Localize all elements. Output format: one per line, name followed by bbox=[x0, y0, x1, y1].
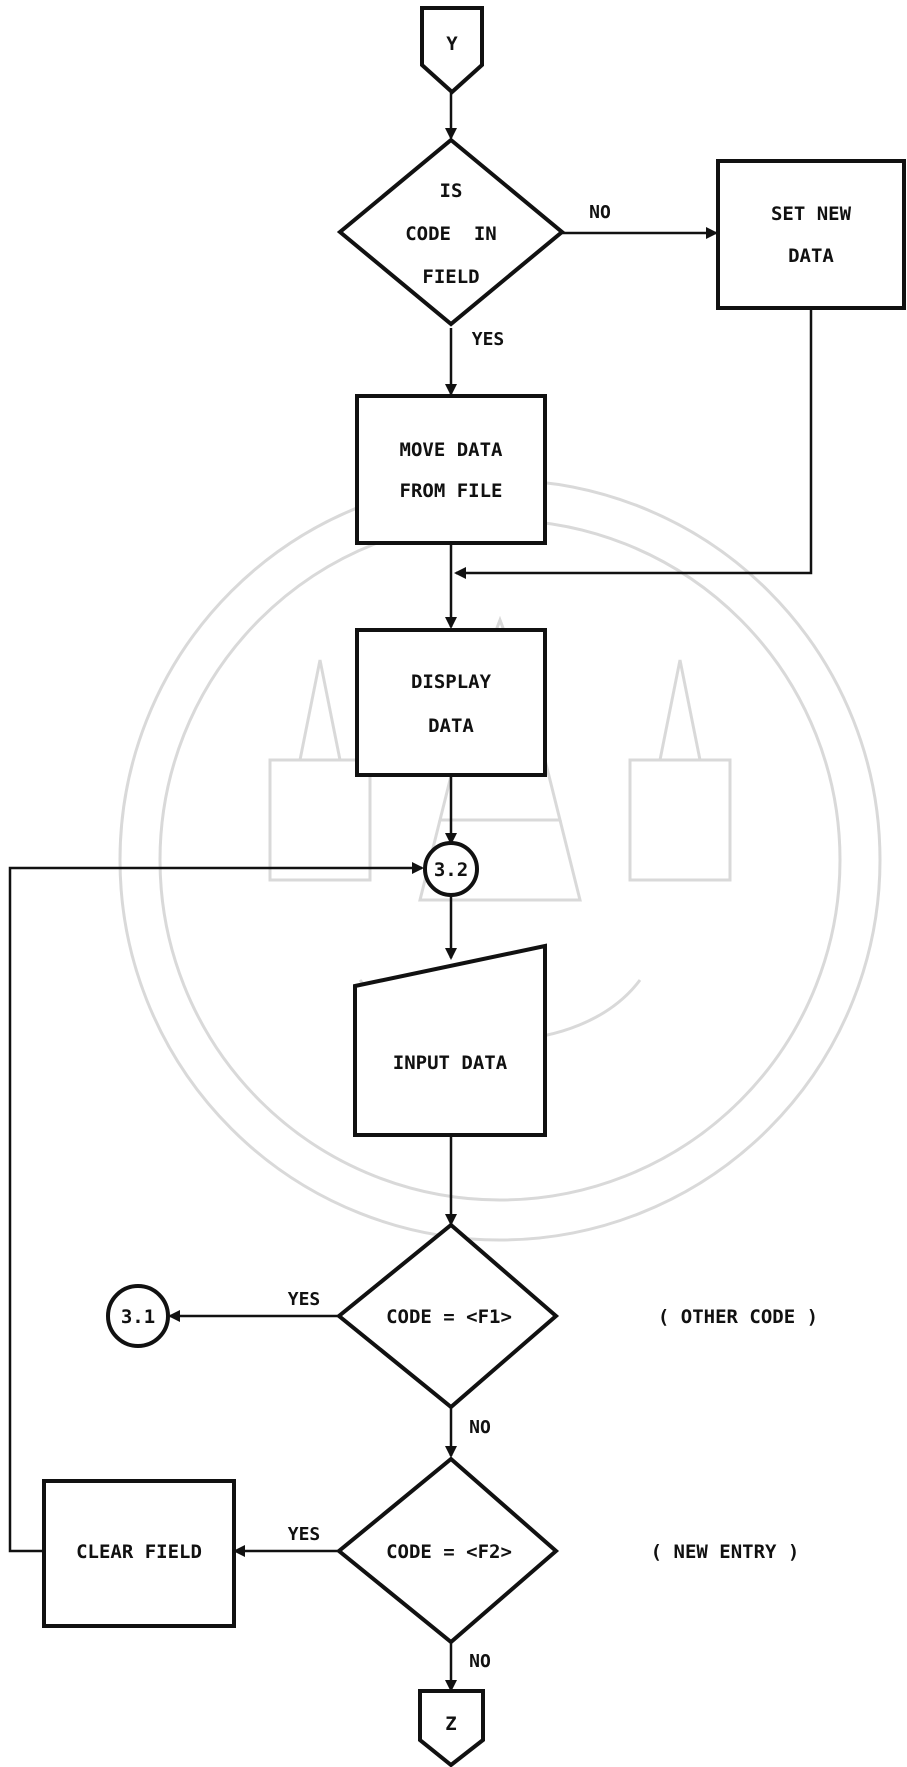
edge-label-no-1: NO bbox=[589, 202, 611, 223]
connector-y-label: Y bbox=[446, 33, 458, 55]
process-display-data: DISPLAY DATA bbox=[355, 628, 547, 777]
process-clear-field: CLEAR FIELD bbox=[42, 1479, 236, 1628]
edge-label-no-f2: NO bbox=[469, 1651, 491, 1672]
process-set-new-data: SET NEW DATA bbox=[716, 159, 906, 310]
edge-label-yes-1: YES bbox=[472, 329, 505, 350]
note-other-code: ( OTHER CODE ) bbox=[658, 1306, 818, 1328]
connector-3-2-label: 3.2 bbox=[434, 859, 468, 881]
process-set-new-data-line-2: DATA bbox=[788, 245, 834, 267]
decision-code-f1: CODE = <F1> bbox=[335, 1222, 560, 1410]
decision-code-f1-label: CODE = <F1> bbox=[386, 1306, 512, 1328]
process-display-data-line-2: DATA bbox=[428, 715, 474, 737]
edge-label-yes-f2: YES bbox=[288, 1524, 321, 1545]
decision-code-in-field-line-1: IS bbox=[440, 180, 463, 202]
process-clear-field-label: CLEAR FIELD bbox=[76, 1541, 202, 1563]
input-data: INPUT DATA bbox=[353, 943, 547, 1137]
process-move-data-line-2: FROM FILE bbox=[400, 480, 503, 502]
process-move-data-from-file: MOVE DATA FROM FILE bbox=[355, 394, 547, 545]
flow-lines bbox=[8, 90, 813, 1692]
decision-code-in-field-line-2: CODE IN bbox=[405, 223, 497, 245]
connector-z-label: Z bbox=[445, 1713, 456, 1735]
connector-3-1: 3.1 bbox=[106, 1284, 170, 1348]
decision-code-f2-label: CODE = <F2> bbox=[386, 1541, 512, 1563]
input-data-label: INPUT DATA bbox=[393, 1052, 508, 1074]
edge-label-no-f1: NO bbox=[469, 1417, 491, 1438]
note-new-entry: ( NEW ENTRY ) bbox=[651, 1541, 800, 1563]
connector-y: Y bbox=[420, 6, 484, 95]
connector-3-1-label: 3.1 bbox=[121, 1306, 155, 1328]
edge-label-yes-f1: YES bbox=[288, 1289, 321, 1310]
connector-3-2: 3.2 bbox=[423, 841, 479, 897]
decision-code-f2: CODE = <F2> bbox=[335, 1456, 560, 1645]
process-move-data-line-1: MOVE DATA bbox=[400, 439, 504, 461]
decision-code-in-field-line-3: FIELD bbox=[422, 266, 479, 288]
decision-code-in-field: IS CODE IN FIELD bbox=[336, 137, 566, 327]
process-display-data-line-1: DISPLAY bbox=[411, 671, 492, 693]
process-set-new-data-line-1: SET NEW bbox=[771, 203, 852, 225]
connector-z: Z bbox=[418, 1689, 485, 1767]
